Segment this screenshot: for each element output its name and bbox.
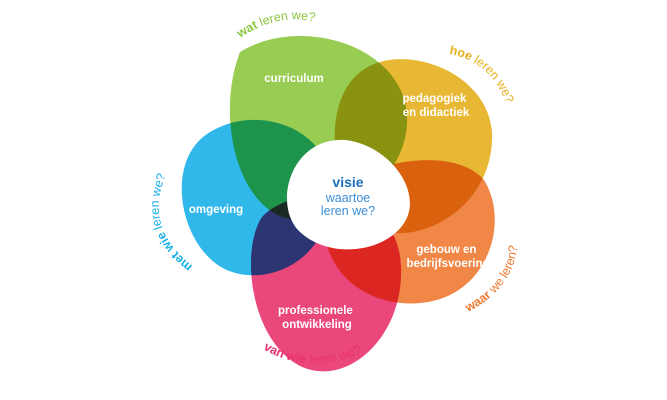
question-curriculum-rest: leren we?: [254, 8, 317, 30]
petal-label-gebouw-line-2: bedrijfsvoering: [406, 258, 489, 270]
petal-label-professionele-line-2: ontwikkeling: [282, 319, 352, 331]
center-title: visie: [332, 174, 363, 190]
petal-label-pedagogiek-line-1: pedagogiek: [402, 93, 467, 105]
petal-label-omgeving-text: omgeving: [189, 204, 243, 216]
center-subtitle-line-2: leren we?: [321, 204, 375, 218]
center-subtitle-line-1: waartoe: [325, 191, 371, 205]
center-disc: [286, 139, 410, 250]
petal-label-pedagogiek-line-2: en didactiek: [403, 107, 470, 119]
petal-label-curriculum-line-1: curriculum: [264, 73, 323, 85]
question-omgeving-strong: met wie: [154, 230, 195, 275]
petal-omgeving: [181, 119, 332, 276]
petal-label-professionele: professionele ontwikkeling: [278, 305, 356, 331]
petal-label-gebouw-text: gebouw en bedrijfsvoering: [406, 244, 489, 270]
center-label: visie waartoe leren we?: [321, 174, 375, 218]
petal-label-omgeving: omgeving: [189, 204, 243, 216]
petal-label-professionele-text: professionele ontwikkeling: [278, 305, 356, 331]
petal-label-gebouw: gebouw en bedrijfsvoering: [406, 244, 489, 270]
petal-label-curriculum-text: curriculum: [264, 73, 323, 85]
petal-label-pedagogiek: pedagogiek en didactiek: [402, 93, 469, 119]
petal-label-gebouw-line-1: gebouw en: [416, 244, 476, 256]
question-omgeving-rest: leren we?: [148, 171, 169, 235]
question-gebouw-rest: we leren?: [484, 244, 520, 298]
petal-label-omgeving-line-1: omgeving: [189, 204, 243, 216]
question-curriculum: wat leren we?: [233, 8, 316, 41]
petals-layer: [181, 36, 495, 372]
petal-label-professionele-line-1: professionele: [278, 305, 353, 317]
petal-label-pedagogiek-text: pedagogiek en didactiek: [402, 93, 469, 119]
petal-label-curriculum: curriculum: [264, 73, 323, 85]
